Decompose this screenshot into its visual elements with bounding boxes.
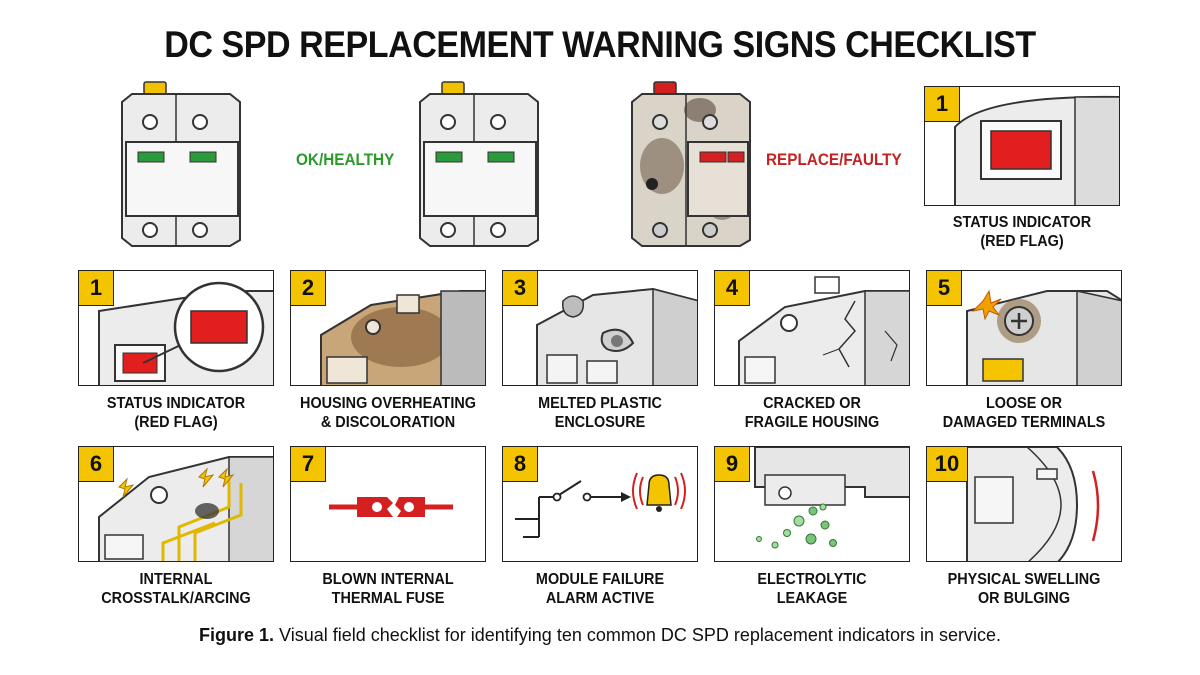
feature-caption: STATUS INDICATOR (RED FLAG): [952, 214, 1092, 250]
replace-faulty-label: REPLACE/FAULTY: [766, 150, 902, 169]
damaged-terminal-icon: [966, 289, 1121, 385]
figure-caption-label: Figure 1.: [199, 625, 275, 645]
sign-panel-3: 3: [502, 270, 698, 386]
sign-panel-5: 5: [926, 270, 1122, 386]
electrolyte-leak-icon: [754, 447, 909, 549]
sign-caption-4: CRACKED OR FRAGILE HOUSING: [744, 395, 880, 431]
figure-caption-text: Visual field checklist for identifying t…: [274, 625, 1001, 645]
sign-panel-6: 6: [78, 446, 274, 562]
sign-panel-4: 4: [714, 270, 910, 386]
feature-panel-status-indicator: 1: [924, 86, 1120, 206]
spd-device-healthy-2: [419, 81, 539, 247]
alarm-circuit-icon: [515, 472, 686, 538]
sign-number-badge: 4: [715, 271, 750, 306]
sign-caption-2: HOUSING OVERHEATING & DISCOLORATION: [300, 395, 476, 431]
sign-caption-7: BLOWN INTERNAL THERMAL FUSE: [322, 571, 454, 607]
sign-panel-10: 10: [926, 446, 1122, 562]
sign-number-badge: 5: [927, 271, 962, 306]
blown-fuse-icon: [329, 497, 453, 517]
internal-arcing-icon: [98, 456, 273, 561]
overheating-housing-icon: [320, 290, 485, 385]
status-indicator-icon: [98, 281, 273, 385]
sign-caption-8: MODULE FAILURE ALARM ACTIVE: [535, 571, 665, 607]
sign-number-badge: 2: [291, 271, 326, 306]
sign-number-badge: 10: [927, 447, 968, 482]
sign-panel-9: 9: [714, 446, 910, 562]
page-title: DC SPD REPLACEMENT WARNING SIGNS CHECKLI…: [164, 24, 1036, 65]
sign-number-badge: 7: [291, 447, 326, 482]
sign-caption-3: MELTED PLASTIC ENCLOSURE: [538, 395, 662, 431]
sign-caption-6: INTERNAL CROSSTALK/ARCING: [101, 571, 251, 607]
status-indicator-closeup: [954, 95, 1119, 205]
sign-number-badge: 8: [503, 447, 538, 482]
sign-number-badge: 6: [79, 447, 114, 482]
spd-device-healthy-1: [121, 81, 241, 247]
sign-panel-1: 1: [78, 270, 274, 386]
sign-number-badge: 9: [715, 447, 750, 482]
sign-panel-2: 2: [290, 270, 486, 386]
sign-caption-1: STATUS INDICATOR (RED FLAG): [106, 395, 246, 431]
figure-caption: Figure 1. Visual field checklist for ide…: [0, 625, 1200, 646]
sign-panel-8: 8: [502, 446, 698, 562]
melted-enclosure-icon: [536, 287, 697, 385]
sign-caption-5: LOOSE OR DAMAGED TERMINALS: [942, 395, 1106, 431]
swelling-housing-icon: [966, 447, 1100, 561]
feature-number-badge: 1: [925, 87, 960, 122]
spd-device-faulty: [631, 81, 751, 247]
cracked-housing-icon: [738, 276, 909, 385]
sign-number-badge: 1: [79, 271, 114, 306]
sign-caption-10: PHYSICAL SWELLING OR BULGING: [947, 571, 1101, 607]
ok-healthy-label: OK/HEALTHY: [296, 150, 395, 169]
sign-caption-9: ELECTROLYTIC LEAKAGE: [757, 571, 867, 607]
sign-number-badge: 3: [503, 271, 538, 306]
sign-panel-7: 7: [290, 446, 486, 562]
